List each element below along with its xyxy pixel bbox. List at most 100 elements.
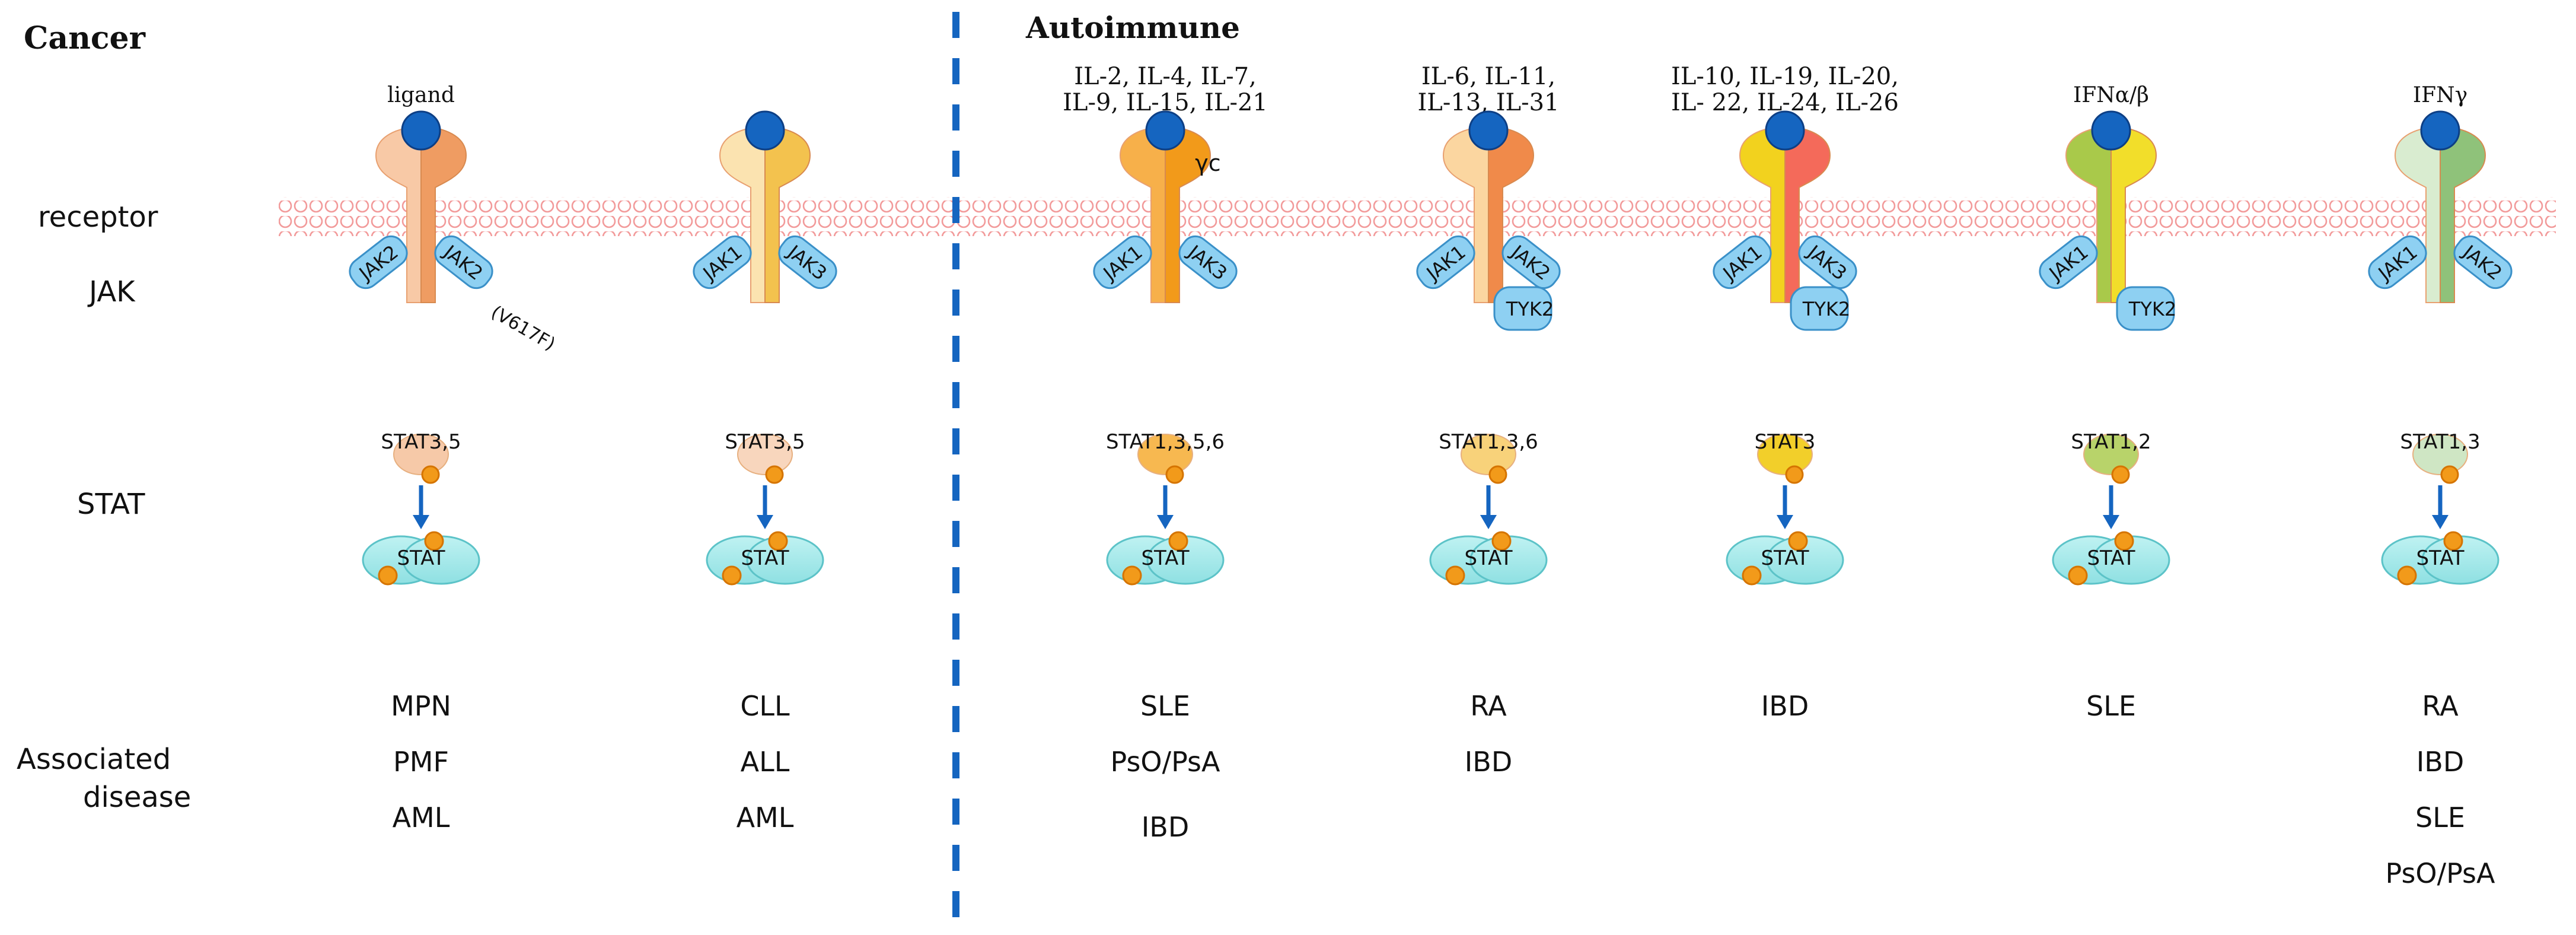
phosphate-icon: [421, 465, 440, 484]
stat-monomer-shape: [2412, 434, 2468, 475]
receptor-column: IL-2, IL-4, IL-7,IL-9, IL-15, IL-21γcJAK…: [1063, 63, 1268, 843]
disease-label: PsO/PsA: [1111, 746, 1220, 778]
phosphate-icon: [2440, 465, 2459, 484]
receptor-chain-left: [1119, 126, 1166, 303]
ligand-label: IFNγ: [2413, 83, 2467, 107]
stat-monomer-shape: [1137, 434, 1193, 475]
ligand-label: IL-2, IL-4, IL-7,: [1074, 63, 1257, 90]
stat-dimer-label: STAT: [2416, 546, 2464, 570]
activation-arrow-head: [1777, 515, 1793, 529]
tyk2-kinase: TYK2: [2116, 286, 2176, 331]
disease-label: SLE: [2086, 690, 2136, 722]
stat-monomer-shape: [2083, 434, 2139, 475]
gamma-c-label: γc: [1195, 150, 1220, 176]
disease-label: AML: [737, 802, 794, 834]
stat-label: STAT1,3,5,6: [1106, 430, 1225, 454]
autoimmune-heading: Autoimmune: [1025, 10, 1240, 45]
tyk2-kinase: TYK2: [1493, 286, 1554, 331]
jak-right: JAK2: [1501, 235, 1561, 290]
stat-dimer-label: STAT: [1464, 546, 1512, 570]
receptor-arm-left: [2065, 126, 2112, 303]
stat-dimer: STAT: [706, 531, 824, 586]
receptor-arm-right: [1165, 126, 1212, 303]
disease-label: AML: [393, 802, 450, 834]
disease-label: IBD: [1465, 746, 1513, 778]
stat-monomer: STAT3,5: [725, 430, 805, 484]
jak-left: JAK1: [2368, 235, 2427, 290]
disease-label: PMF: [393, 746, 449, 778]
cell-membrane: [279, 197, 2556, 236]
jak-pill-shape: [1798, 235, 1857, 290]
jak-pill-shape: [2453, 235, 2513, 290]
activation-arrow-head: [1157, 515, 1174, 529]
receptor-chain-right: [1784, 126, 1831, 303]
phosphate-icon: [765, 465, 784, 484]
stat-monomer-shape: [393, 434, 449, 475]
ligand-ball: [745, 110, 785, 151]
ligand-label: ligand: [387, 83, 455, 107]
stat-dimer-label: STAT: [741, 546, 789, 570]
receptor-column: IL-10, IL-19, IL-20,IL- 22, IL-24, IL-26…: [1671, 63, 1899, 722]
jak-row-label: JAK: [87, 275, 136, 309]
receptor-chain-right: [420, 126, 467, 303]
stat-monomer-shape: [1461, 434, 1516, 475]
tyk2-shape: [2116, 286, 2175, 331]
stat-monomer: STAT1,3,5,6: [1106, 430, 1225, 484]
stat-monomer-shape: [1757, 434, 1813, 475]
ligand-ball: [2091, 110, 2131, 151]
jak-pill-shape: [349, 235, 408, 290]
jak-left: JAK1: [1093, 235, 1152, 290]
receptor-arm-right: [764, 126, 811, 303]
jak-pill-shape: [693, 235, 752, 290]
tyk2-label: TYK2: [1506, 298, 1554, 320]
stat-dimer: STAT: [1429, 531, 1548, 586]
stat-label: STAT3,5: [725, 430, 805, 454]
stat-dimer: STAT: [1726, 531, 1844, 586]
disease-label: RA: [2422, 690, 2459, 722]
jak-left: JAK1: [2039, 235, 2098, 290]
stat-label: STAT1,2: [2071, 430, 2151, 454]
receptor-arm-left: [719, 126, 766, 303]
receptor-arm-right: [420, 126, 467, 303]
disease-label: CLL: [740, 690, 790, 722]
receptor-arm-left: [2394, 126, 2441, 303]
jak-left: JAK2: [349, 235, 408, 290]
activation-arrow-head: [1480, 515, 1497, 529]
receptor-chain-left: [1739, 126, 1786, 303]
jak-pill-shape: [434, 235, 493, 290]
disease-label: PsO/PsA: [2386, 857, 2495, 889]
ligand-ball: [2420, 110, 2460, 151]
phosphate-icon: [1445, 565, 1465, 586]
jak-right: JAK2: [434, 235, 493, 290]
activation-arrow-head: [413, 515, 429, 529]
disease-row-label-line1: Associated: [17, 743, 171, 776]
phosphate-icon: [1122, 565, 1142, 586]
jak-pill-shape: [778, 235, 837, 290]
tyk2-shape: [1493, 286, 1552, 331]
tyk2-shape: [1790, 286, 1849, 331]
phosphate-icon: [1785, 465, 1804, 484]
receptor-chain-left: [2065, 126, 2112, 303]
phosphate-icon: [2397, 565, 2417, 586]
cancer-heading: Cancer: [24, 20, 146, 56]
stat-dimer-label: STAT: [1141, 546, 1189, 570]
stat-label: STAT1,3: [2400, 430, 2480, 454]
stat-monomer-shape: [737, 434, 793, 475]
jak-right: JAK3: [1178, 235, 1238, 290]
jak-pill-shape: [2368, 235, 2427, 290]
receptor-chain-left: [2394, 126, 2441, 303]
stat-dimer-label: STAT: [1761, 546, 1809, 570]
jak-pill-shape: [1093, 235, 1152, 290]
phosphate-icon: [2114, 531, 2134, 551]
receptor-chain-left: [375, 126, 422, 303]
phosphate-icon: [378, 565, 398, 586]
receptor-arm-left: [1442, 126, 1489, 303]
phosphate-icon: [1165, 465, 1184, 484]
jak-pill-shape: [2039, 235, 2098, 290]
phosphate-icon: [2443, 531, 2463, 551]
disease-label: MPN: [391, 690, 451, 722]
stat-monomer: STAT1,2: [2071, 430, 2151, 484]
